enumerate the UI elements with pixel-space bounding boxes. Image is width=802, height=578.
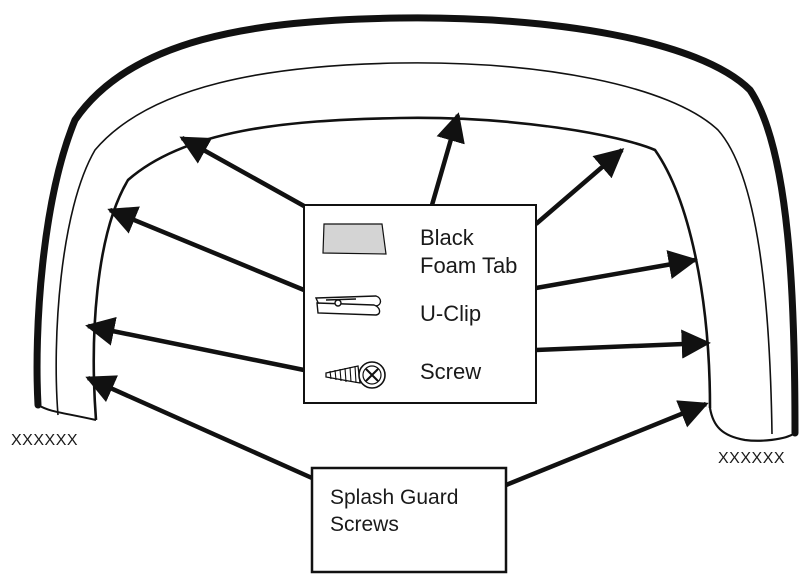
legend-arrows <box>85 112 711 373</box>
arrow-top-center <box>429 112 465 206</box>
black-foam-tab-icon <box>322 223 387 255</box>
right-edge-label: XXXXXX <box>718 450 786 467</box>
splash-guard-screws-line2: Screws <box>330 513 399 537</box>
arrow-top-left <box>179 136 306 208</box>
fender-outer-outline <box>33 14 799 437</box>
u-clip-label: U-Clip <box>420 300 481 328</box>
splash-guard-screws-line1: Splash Guard <box>330 486 459 509</box>
callout-arrows <box>85 375 709 488</box>
screw-label-text: Screw <box>420 359 482 384</box>
black-foam-tab-label-line1: Black <box>420 225 474 250</box>
u-clip-label-text: U-Clip <box>420 301 482 326</box>
u-clip-icon <box>314 295 382 316</box>
black-foam-tab-label-line2: Foam Tab <box>420 252 518 278</box>
black-foam-tab-label: Black Foam Tab <box>420 224 517 279</box>
screw-icon <box>325 361 386 389</box>
splash-guard-screws-label: Splash Guard Screws <box>330 484 458 539</box>
arrow-right-lower <box>535 329 711 359</box>
arrow-left-lower <box>85 316 305 373</box>
fender-right-foot <box>708 407 796 442</box>
arrow-callout-right <box>505 400 709 488</box>
screw-label: Screw <box>420 358 481 386</box>
callout-box <box>310 466 508 574</box>
arrow-callout-left <box>85 375 313 481</box>
arrow-top-right <box>534 148 625 226</box>
fender-inner-edge <box>92 116 712 421</box>
left-edge-label: XXXXXX <box>11 432 79 449</box>
arrow-left-upper <box>107 206 305 293</box>
arrow-right-upper <box>535 250 698 291</box>
fender-left-foot <box>37 404 97 421</box>
fender-middle-outline <box>55 62 773 435</box>
